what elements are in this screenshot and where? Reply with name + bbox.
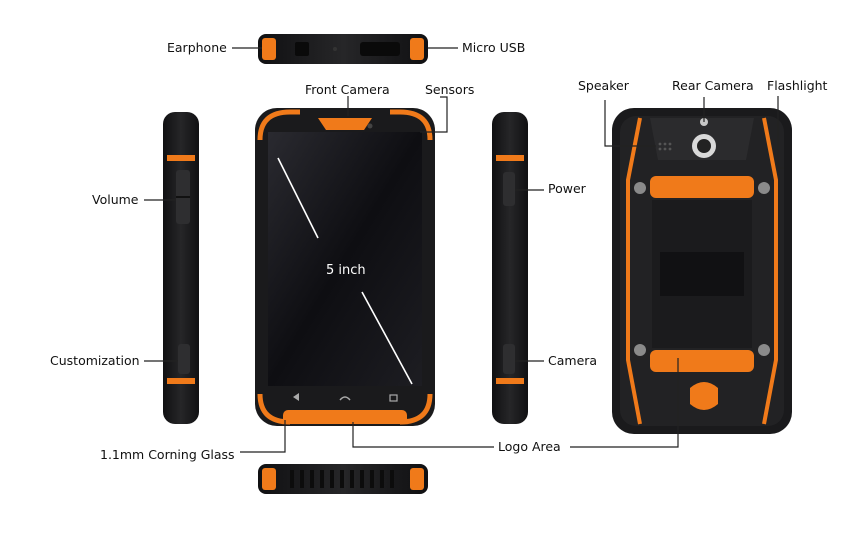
phone-left-side-view	[163, 112, 199, 424]
label-sensors: Sensors	[425, 82, 475, 97]
camera-button	[503, 344, 515, 374]
label-earphone: Earphone	[167, 40, 227, 55]
display-screen	[268, 132, 422, 386]
phone-front-view	[255, 108, 435, 426]
earphone-port	[295, 42, 309, 56]
diagonal-measure-line	[277, 157, 319, 239]
front-camera-lens	[367, 123, 373, 129]
phone-bottom-view	[258, 464, 428, 494]
label-front-camera: Front Camera	[305, 82, 390, 97]
customization-button	[178, 344, 190, 374]
label-speaker: Speaker	[578, 78, 629, 93]
earpiece-grille	[318, 118, 372, 130]
label-power: Power	[548, 181, 586, 196]
label-screen-size: 5 inch	[326, 263, 366, 278]
label-logo-area: Logo Area	[498, 439, 561, 454]
phone-right-side-view	[492, 112, 528, 424]
logo-area-panel	[660, 252, 744, 296]
label-customization: Customization	[50, 353, 140, 368]
micro-usb-port	[360, 42, 400, 56]
leader-lines	[144, 47, 784, 453]
phone-top-view	[258, 34, 428, 64]
label-glass: 1.1mm Corning Glass	[100, 447, 235, 462]
label-volume: Volume	[92, 192, 139, 207]
speaker-grille	[658, 142, 672, 151]
label-rear-camera: Rear Camera	[672, 78, 754, 93]
label-micro-usb: Micro USB	[462, 40, 526, 55]
label-camera: Camera	[548, 353, 598, 368]
label-flashlight: Flashlight	[767, 78, 828, 93]
power-button	[503, 172, 515, 206]
phone-back-view	[612, 108, 792, 434]
